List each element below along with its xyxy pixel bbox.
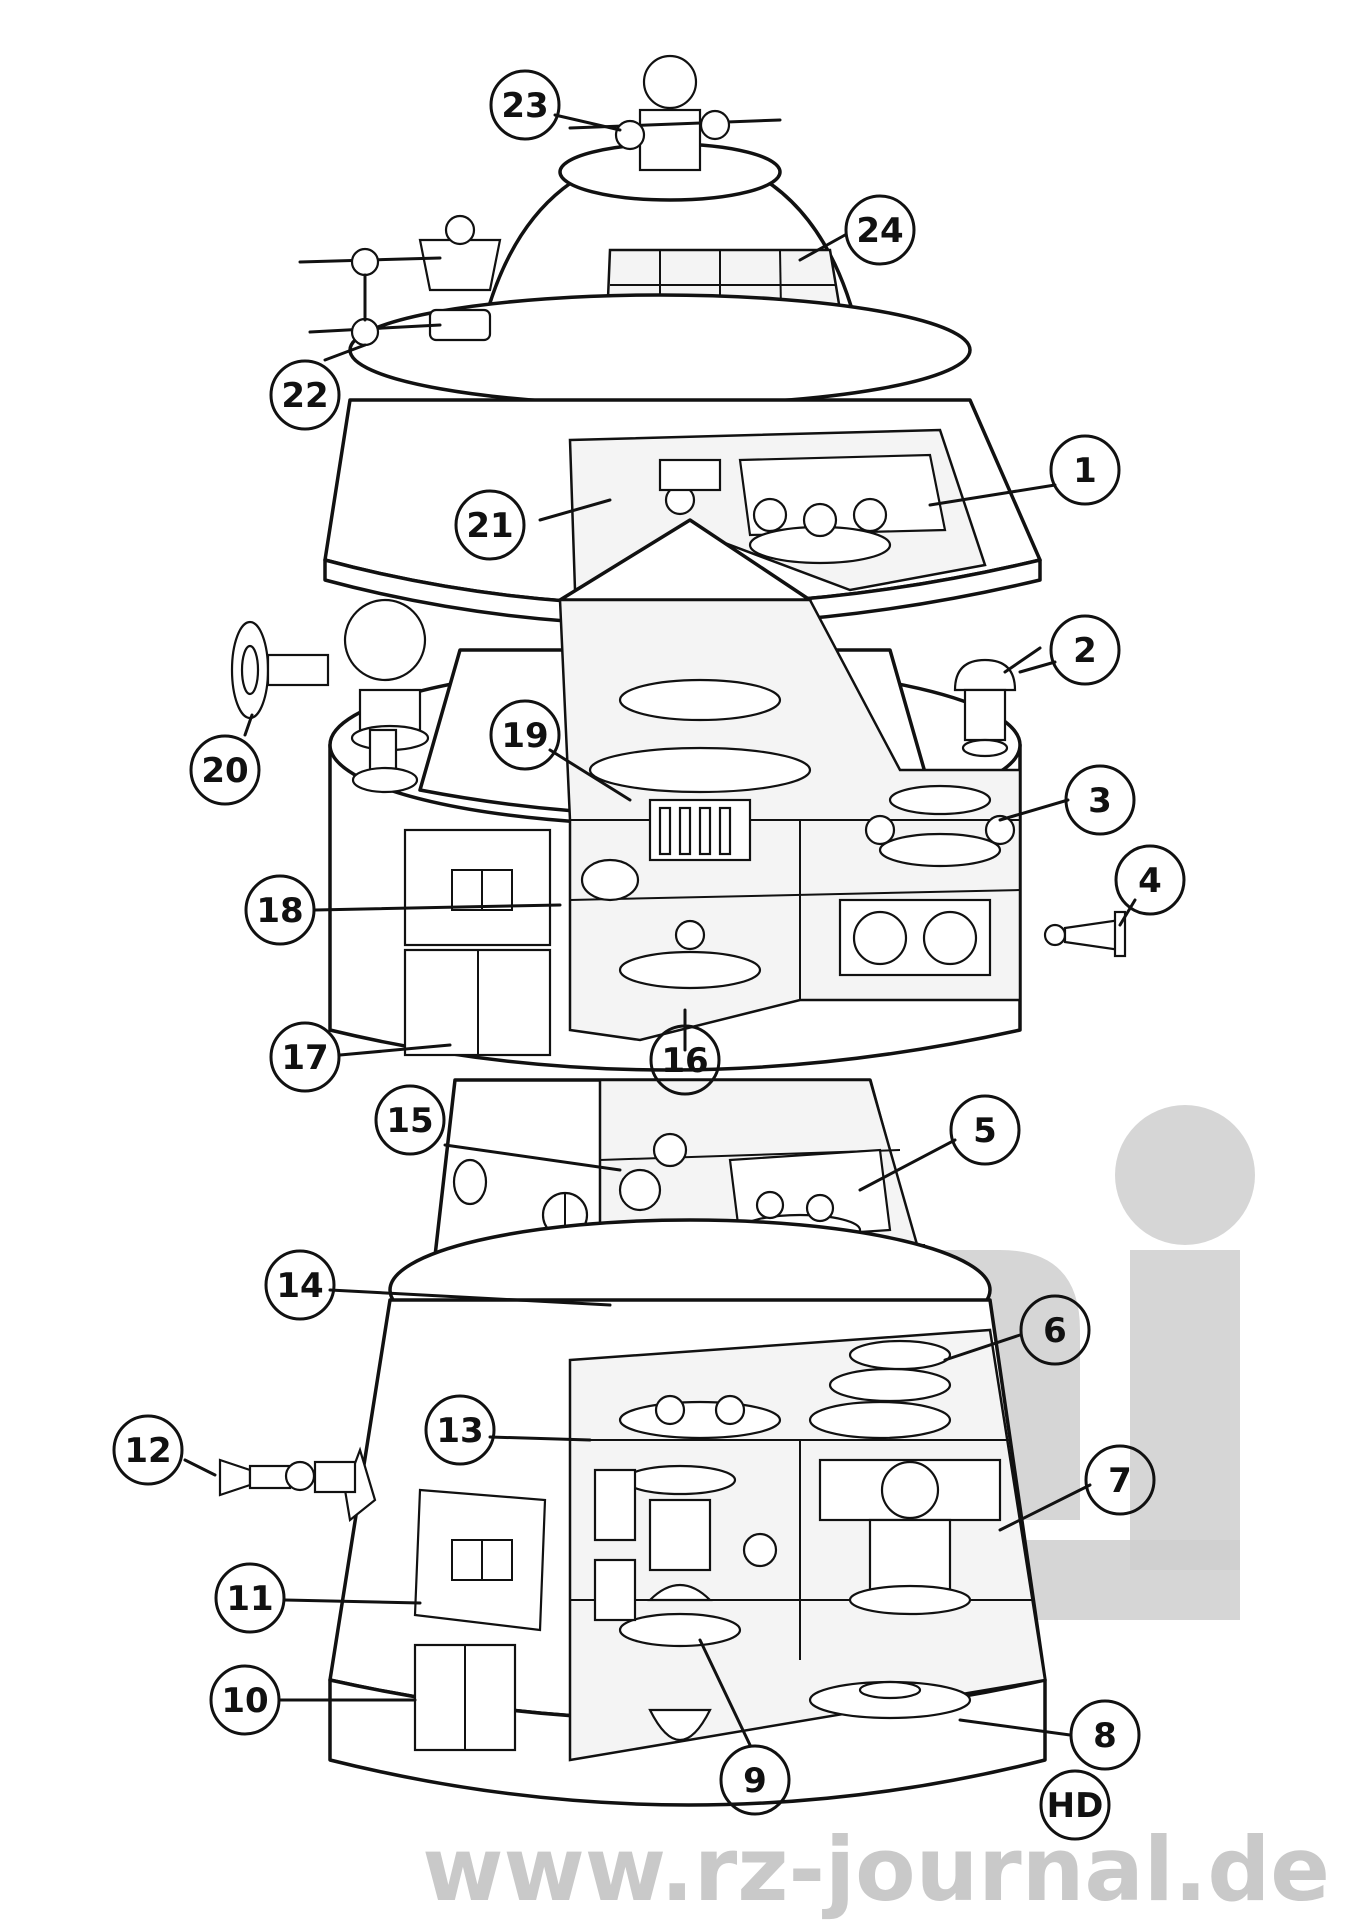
callout-5: 5 [949,1094,1021,1166]
callout-label: 11 [226,1579,273,1619]
callout-15: 15 [374,1084,446,1156]
callout-label: 9 [743,1761,767,1801]
callout-6: 6 [1019,1294,1091,1366]
callout-14: 14 [264,1249,336,1321]
callout-label: 21 [466,506,513,546]
callout-label: 7 [1108,1461,1132,1501]
callout-label: 4 [1138,861,1162,901]
callout-3: 3 [1064,764,1136,836]
base-section [218,1218,1047,1807]
callout-label: 13 [436,1411,483,1451]
callout-label: 18 [256,891,303,931]
callout-1: 1 [1049,434,1121,506]
callout-11: 11 [214,1562,286,1634]
callout-23: 23 [489,69,561,141]
callout-7: 7 [1084,1444,1156,1516]
callout-label: 5 [973,1111,997,1151]
callout-label: 1 [1073,451,1097,491]
callout-label: 15 [386,1101,433,1141]
callout-10: 10 [209,1664,281,1736]
callout-21: 21 [454,489,526,561]
callout-label: 2 [1073,631,1097,671]
callout-label: 20 [201,751,248,791]
callout-17: 17 [269,1021,341,1093]
callout-label: 16 [661,1041,708,1081]
callout-label: 12 [124,1431,171,1471]
watermark-url: www.rz-journal.de [422,1818,1330,1920]
callout-label: 22 [281,376,328,416]
callout-label: 14 [276,1266,323,1306]
callout-22: 22 [269,359,341,431]
callout-label: 8 [1093,1716,1117,1756]
signature-mark: HD [1039,1769,1111,1841]
callout-13: 13 [424,1394,496,1466]
callout-label: 3 [1088,781,1112,821]
callout-label: 17 [281,1038,328,1078]
upper-saucer-section [323,398,1042,627]
callout-label: 19 [501,716,548,756]
callout-12: 12 [112,1414,184,1486]
callout-2: 2 [1049,614,1121,686]
leader-lines [183,113,1137,1747]
callout-label: 6 [1043,1311,1067,1351]
callout-label: 24 [856,211,903,251]
callout-20: 20 [189,734,261,806]
callout-24: 24 [844,194,916,266]
callout-4: 4 [1114,844,1186,916]
signature-text: HD [1047,1786,1104,1826]
callout-18: 18 [244,874,316,946]
callout-8: 8 [1069,1699,1141,1771]
callout-label: 10 [221,1681,268,1721]
callout-9: 9 [719,1744,791,1816]
callout-16: 16 [649,1024,721,1096]
callout-19: 19 [489,699,561,771]
middle-drum-section [230,598,1127,1072]
top-dome [298,54,972,407]
callout-label: 23 [501,86,548,126]
